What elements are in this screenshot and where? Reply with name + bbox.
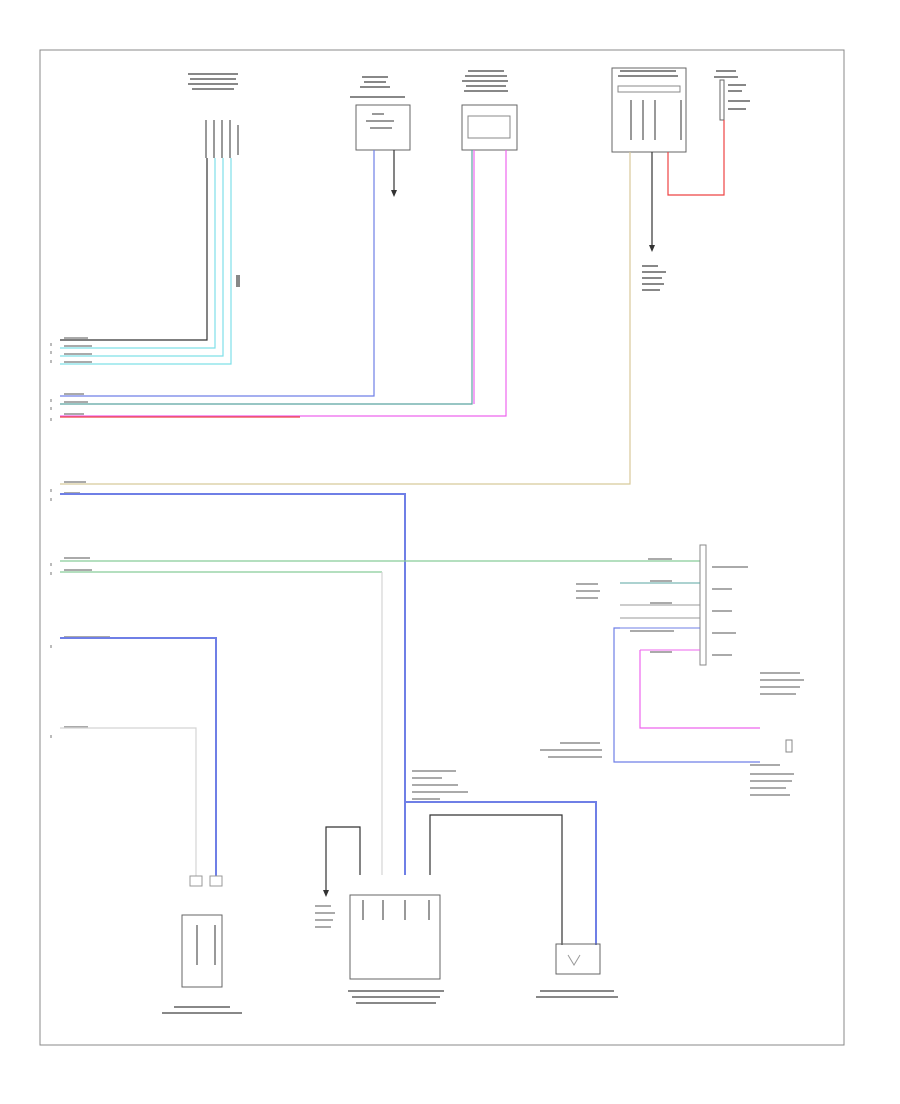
wire-black-bottom-loop bbox=[325, 826, 361, 890]
wire-black-bottom-right bbox=[429, 814, 563, 945]
wire-red-pink-module-3 bbox=[60, 150, 507, 417]
right-module-labels bbox=[540, 672, 804, 796]
connector-pins-module-4 bbox=[630, 100, 682, 140]
bottom-wire-labels bbox=[315, 770, 468, 928]
diagram-frame bbox=[39, 49, 845, 1046]
left-pin-numbers bbox=[50, 343, 52, 738]
connector-right-wire-stubs bbox=[620, 582, 700, 651]
wire-blue-main bbox=[60, 493, 406, 875]
connector-box-module-3 bbox=[461, 104, 518, 151]
component-inner-bottom-right bbox=[567, 954, 581, 966]
wire-pink-right-loop bbox=[639, 650, 760, 729]
wire-red-fuse bbox=[667, 120, 725, 196]
component-label-bottom-center bbox=[348, 990, 444, 1004]
component-box-bottom-right bbox=[555, 943, 601, 975]
component-box-bottom-left bbox=[181, 914, 223, 988]
wire-blue-module-2 bbox=[60, 150, 375, 397]
component-label-module-2 bbox=[350, 76, 405, 98]
wire-blue-sensor-left bbox=[60, 637, 217, 880]
wire-light-blue-1 bbox=[60, 158, 216, 349]
component-box-bottom-center bbox=[349, 894, 441, 980]
component-label-bottom-right bbox=[536, 990, 618, 998]
connector-tab-bottom-left-2 bbox=[209, 875, 223, 887]
connector-pins-top-left bbox=[205, 120, 239, 158]
wire-light-blue-3 bbox=[60, 158, 232, 365]
connector-right-pin-labels bbox=[630, 558, 748, 656]
ground-arrow-bottom bbox=[323, 890, 329, 897]
component-label-bottom-left bbox=[162, 1006, 242, 1014]
connector-right-side-labels bbox=[576, 583, 600, 599]
component-label-module-4 bbox=[618, 70, 678, 77]
wire-tan-module-4 bbox=[60, 152, 631, 485]
fuse-symbol bbox=[719, 79, 725, 121]
component-label-module-4-ground bbox=[642, 265, 666, 291]
connector-box-module-2 bbox=[355, 104, 411, 151]
wire-dark-green-module-3 bbox=[60, 150, 473, 405]
connector-right-module bbox=[699, 544, 707, 666]
fuse-label bbox=[714, 70, 750, 110]
component-label-top-left bbox=[188, 73, 238, 90]
wire-blue-bottom-right bbox=[405, 801, 597, 945]
wire-white-sensor-left bbox=[60, 727, 197, 880]
connector-pins-module-2 bbox=[366, 113, 394, 129]
connector-inner-module-3 bbox=[467, 115, 511, 139]
wire-black-1 bbox=[60, 158, 208, 341]
component-label-module-3 bbox=[462, 70, 508, 92]
wire-blue-right-loop bbox=[613, 627, 760, 763]
connector-box-module-4 bbox=[611, 67, 687, 153]
right-module-box-indicator bbox=[785, 739, 793, 753]
wire-light-blue-2 bbox=[60, 158, 224, 357]
component-pins-bottom-left bbox=[196, 925, 216, 965]
ground-arrow-module-2 bbox=[391, 190, 397, 197]
component-pins-bottom-center bbox=[362, 900, 430, 920]
ground-arrow-module-4 bbox=[649, 245, 655, 252]
connector-tab-bottom-left bbox=[189, 875, 203, 887]
wire-marker-top-left bbox=[236, 275, 240, 287]
connector-inner-module-4 bbox=[617, 85, 681, 93]
